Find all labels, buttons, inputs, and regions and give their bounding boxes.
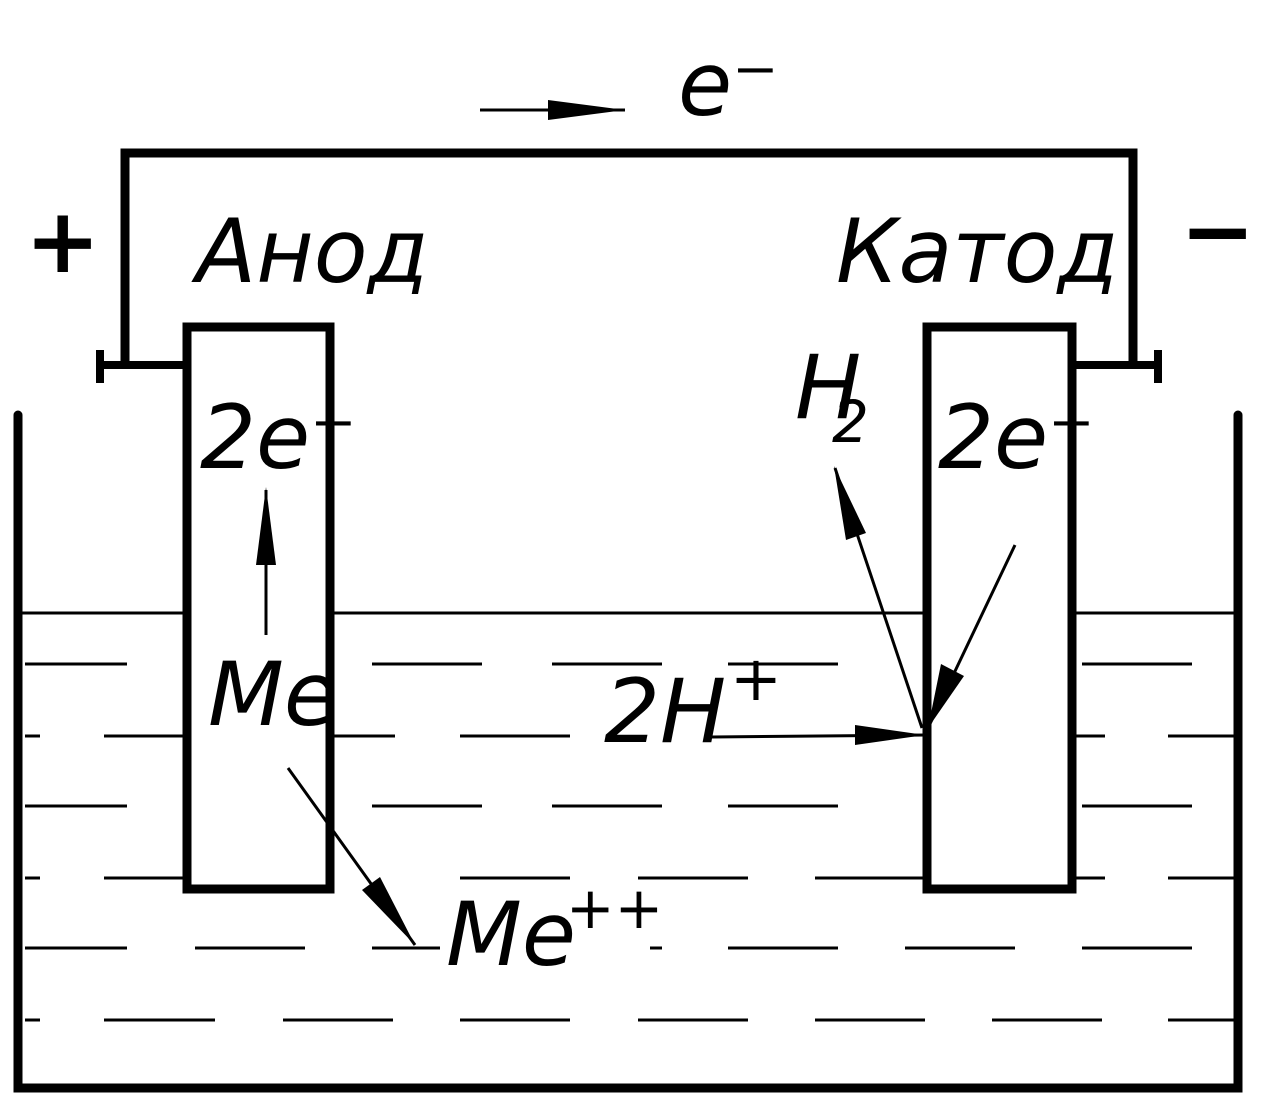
external-wire xyxy=(120,148,1138,365)
cathode-electrode xyxy=(922,322,1077,894)
metal-ion-charge: ++ xyxy=(566,874,663,942)
hydrogen-gas-arrowhead xyxy=(834,466,866,540)
anode-label: Анод xyxy=(191,200,428,303)
metal-label: Me xyxy=(208,643,338,746)
cathode-label: Катод xyxy=(836,200,1118,303)
hydrogen-gas-label: H xyxy=(795,336,861,439)
plus-sign: + xyxy=(25,189,100,294)
metal-ion-arrowhead xyxy=(362,877,415,945)
hydrogen-ions-charge: + xyxy=(730,642,782,715)
metal-ion-label: Me xyxy=(446,883,576,986)
vessel-outline xyxy=(13,410,1243,1093)
electron-flow-arrowhead xyxy=(548,100,625,120)
hydrogen-gas-subscript: 2 xyxy=(832,388,869,456)
cathode-electron-arrowhead xyxy=(928,664,964,728)
electron-flow-label: e⁻ xyxy=(678,33,779,136)
electrolyte-dashes xyxy=(25,662,1235,1022)
anode-electrons-label: 2e⁻ xyxy=(200,386,357,489)
hydrogen-ions-label: 2H xyxy=(604,660,726,763)
minus-sign: − xyxy=(1180,179,1255,284)
anode-electron-arrowhead xyxy=(256,487,276,565)
hydrogen-ion-arrowhead xyxy=(855,725,925,745)
cathode-electrons-label: 2e⁻ xyxy=(938,386,1095,489)
